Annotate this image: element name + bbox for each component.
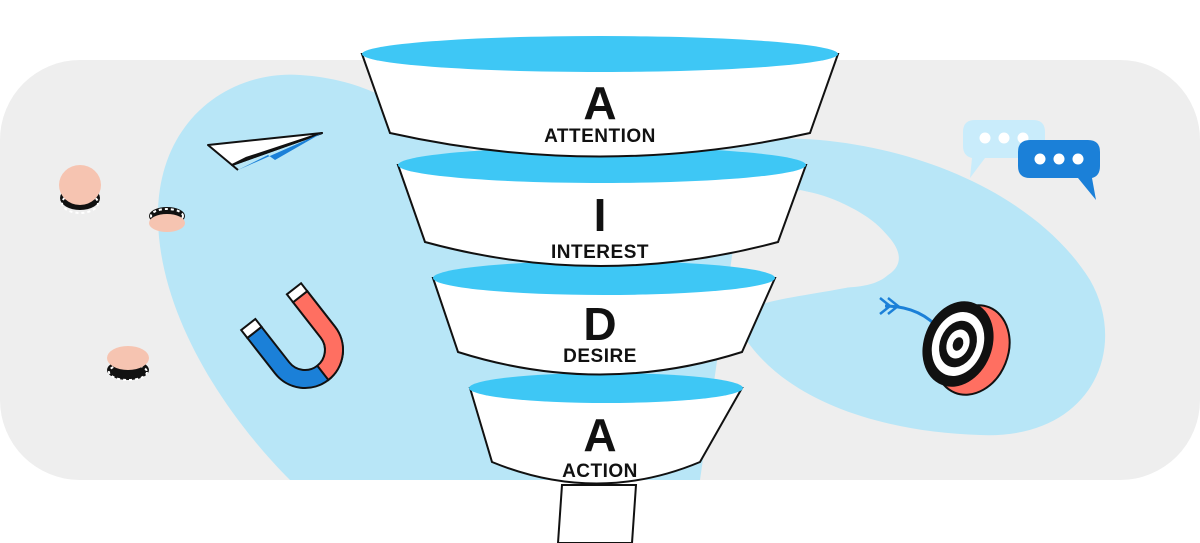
coin-icon xyxy=(59,165,101,214)
funnel-stage-desire: D DESIRE xyxy=(431,261,777,376)
stage-label: ATTENTION xyxy=(544,126,656,147)
blob-hole xyxy=(800,190,896,288)
target-icon xyxy=(922,301,1011,396)
funnel-spout xyxy=(556,484,638,543)
paper-plane-icon xyxy=(207,132,323,171)
funnel-stage-interest: I INTEREST xyxy=(396,147,808,267)
stage-letter: D xyxy=(583,298,616,350)
chat-bubble-icon xyxy=(1018,140,1100,200)
funnel-stage-attention: A ATTENTION xyxy=(360,36,840,158)
stage-label: ACTION xyxy=(562,461,638,482)
funnel-stage-action: A ACTION xyxy=(468,373,744,485)
magnet-icon xyxy=(239,281,344,389)
stage-label: DESIRE xyxy=(563,346,637,367)
coin-icon xyxy=(107,346,149,381)
coin-icon xyxy=(149,207,185,232)
stage-label: INTEREST xyxy=(551,242,649,263)
stage-letter: A xyxy=(583,77,616,129)
stage-letter: A xyxy=(583,409,616,461)
stage-letter: I xyxy=(594,189,607,241)
